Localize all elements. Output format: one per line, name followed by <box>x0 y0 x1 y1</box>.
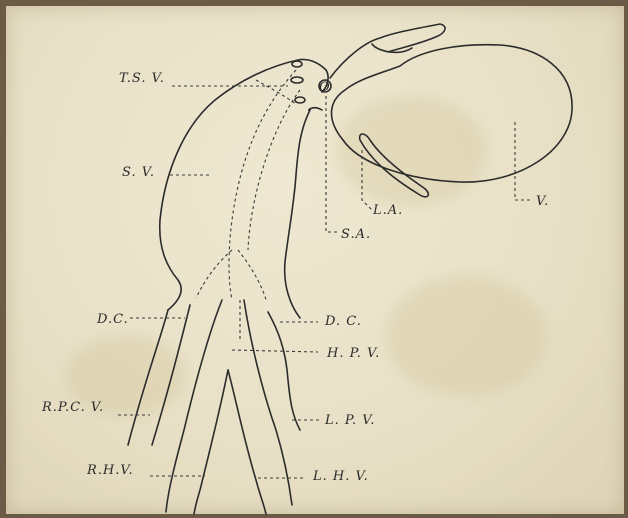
hepatic-right-vessel <box>244 300 292 505</box>
rpcv-vessel-inner <box>152 305 190 445</box>
leader-hpv <box>232 350 318 352</box>
label-la: L.A. <box>372 203 403 218</box>
leader-v <box>515 122 532 200</box>
label-dc-right: D. C. <box>324 314 362 329</box>
internal-dotted-line <box>196 250 232 298</box>
orifice <box>292 61 302 67</box>
label-rhv: R.H.V. <box>86 463 134 478</box>
label-o: O <box>319 80 331 95</box>
internal-dotted-line <box>238 250 266 300</box>
label-sa: S.A. <box>341 227 371 242</box>
lpv-vessel <box>268 312 300 430</box>
atrium-outline <box>360 134 429 197</box>
label-rpcv: R.P.C. V. <box>41 400 104 415</box>
label-dc-left: D.C. <box>96 312 129 327</box>
label-lpv: L. P. V. <box>324 413 376 428</box>
internal-dotted-line <box>256 80 296 104</box>
sinus-venosus-inner <box>309 108 322 111</box>
hepatic-right-wall <box>194 370 228 514</box>
orifice <box>295 97 305 103</box>
hepatic-left-wall <box>166 300 222 512</box>
ventricle-outline <box>331 45 572 182</box>
label-lhv: L. H. V. <box>312 469 369 484</box>
hepatic-center-left <box>228 370 266 514</box>
rpcv-vessel-outer <box>128 310 168 445</box>
orifice <box>291 77 303 83</box>
label-sv: S. V. <box>122 165 155 180</box>
label-v: V. <box>536 194 549 209</box>
internal-dotted-line <box>248 90 300 250</box>
internal-dotted-line <box>229 70 296 300</box>
sinus-venosus-right-wall <box>285 110 310 318</box>
label-hpv: H. P. V. <box>326 346 380 361</box>
label-tsv: T.S. V. <box>119 71 165 86</box>
